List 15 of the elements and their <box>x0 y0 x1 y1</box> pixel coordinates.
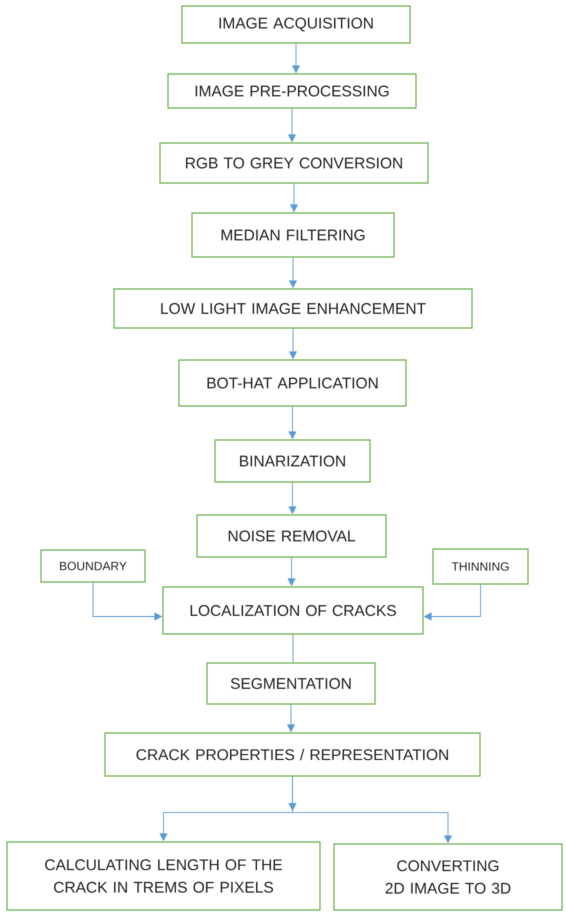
process-box: CONVERTING 2D IMAGE TO 3D <box>333 843 563 911</box>
process-box: BOT-HAT APPLICATION <box>178 359 407 407</box>
process-box: LOW LIGHT IMAGE ENHANCEMENT <box>113 288 473 329</box>
process-box: BINARIZATION <box>214 439 371 483</box>
process-box: MEDIAN FILTERING <box>191 212 395 258</box>
process-box: CALCULATING LENGTH OF THE CRACK IN TREMS OF PIXELS <box>6 841 321 911</box>
process-box: NOISE REMOVAL <box>196 514 387 558</box>
process-box: CRACK PROPERTIES / REPRESENTATION <box>104 732 481 777</box>
process-box: BOUNDARY <box>40 549 146 583</box>
process-box: RGB TO GREY CONVERSION <box>159 142 429 184</box>
process-box: IMAGE ACQUISITION <box>181 5 411 44</box>
process-box: LOCALIZATION OF CRACKS <box>162 586 424 635</box>
process-box: IMAGE PRE-PROCESSING <box>167 73 417 109</box>
process-box: THINNING <box>432 548 529 585</box>
process-box: SEGMENTATION <box>206 662 376 705</box>
